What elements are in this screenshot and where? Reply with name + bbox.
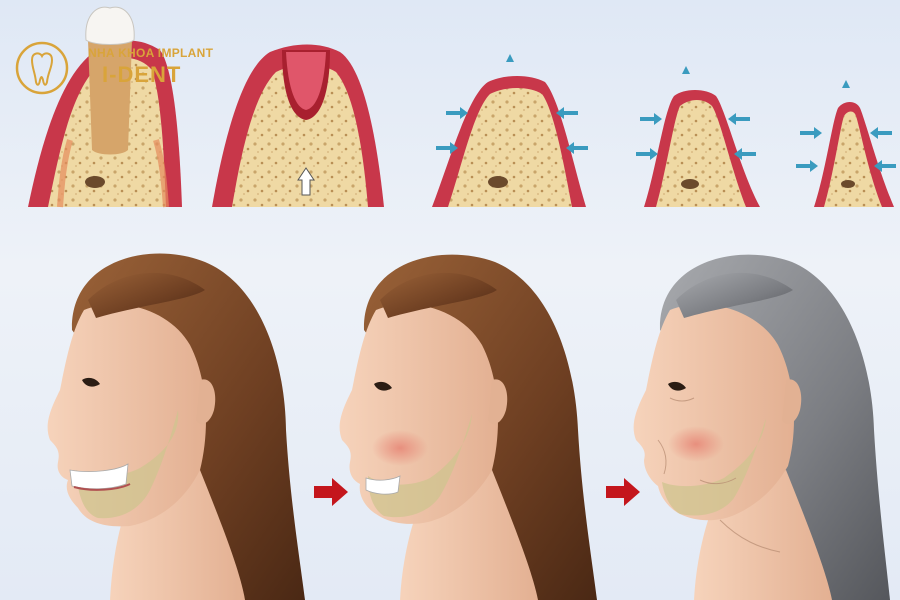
- blue-arrow-icon: [436, 54, 588, 154]
- brand-tagline: NHA KHOA IMPLANT: [88, 46, 214, 60]
- blue-arrow-icon: [636, 66, 756, 160]
- brand-name: I-DENT: [102, 62, 182, 87]
- blue-arrow-icon: [796, 80, 896, 172]
- bone-stage-tooth-extracted: [212, 44, 384, 207]
- bone-stage-tooth-present: [28, 6, 182, 208]
- face-tooth-loss-bone-loss: [339, 254, 597, 600]
- tooth-logo-icon: [15, 41, 69, 95]
- bone-stage-resorption-advanced: [796, 80, 896, 207]
- bone-stage-resorption-mid: [636, 66, 760, 207]
- up-arrow-icon: [297, 167, 315, 196]
- red-right-arrow-icon: [606, 478, 640, 506]
- bone-stage-resorption-early: [432, 54, 588, 207]
- tooth-icon: [85, 6, 135, 155]
- red-right-arrow-icon: [314, 478, 348, 506]
- face-young-full-teeth: [47, 253, 305, 600]
- face-aged-toothless: [633, 254, 890, 600]
- brand-logo: NHA KHOA IMPLANT I-DENT: [14, 40, 234, 100]
